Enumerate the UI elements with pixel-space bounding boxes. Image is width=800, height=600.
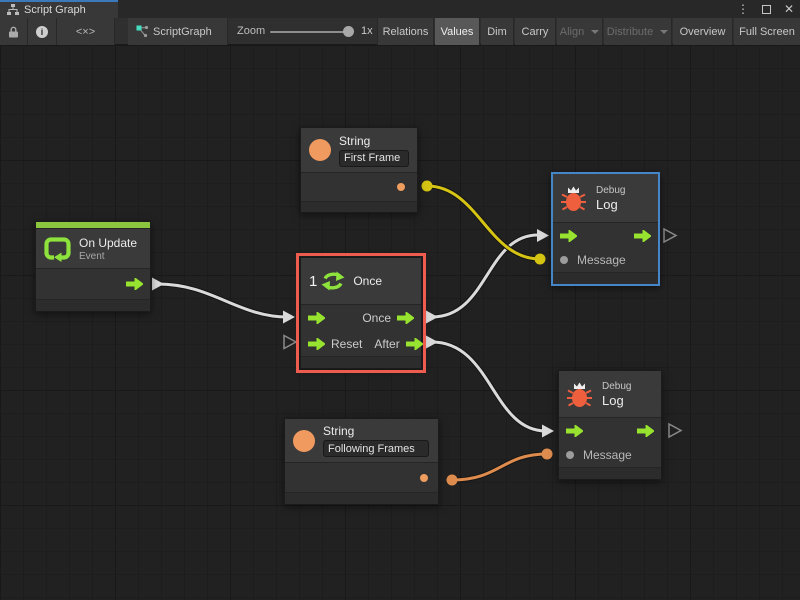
overview-button[interactable]: Overview	[673, 18, 733, 45]
tab-bar: Script Graph ⋮ ✕	[0, 0, 800, 18]
node-footer	[285, 492, 438, 504]
node-subtitle: Event	[79, 250, 105, 262]
node-footer	[553, 272, 658, 284]
node-string-following-frames[interactable]: String	[284, 418, 439, 505]
wire-layer	[152, 180, 683, 486]
chevron-down-icon	[660, 29, 669, 34]
node-kicker: Debug	[602, 380, 632, 392]
node-footer	[559, 467, 661, 479]
node-kicker: Debug	[596, 184, 626, 196]
maximize-icon[interactable]	[761, 4, 771, 14]
node-title: String	[323, 424, 355, 438]
node-footer	[301, 356, 421, 368]
once-reset-port-triangle[interactable]	[283, 334, 298, 350]
flow-input-port[interactable]	[560, 229, 577, 242]
lock-button[interactable]	[0, 18, 28, 45]
string-output-port[interactable]	[420, 473, 428, 482]
script-graph-icon	[136, 25, 149, 38]
carry-button[interactable]: Carry	[515, 18, 556, 45]
breadcrumb-label: ScriptGraph	[153, 25, 212, 38]
string-value-input[interactable]	[339, 149, 409, 167]
inspect-button[interactable]: i	[28, 18, 57, 45]
node-footer	[36, 299, 150, 311]
info-icon: i	[36, 25, 48, 38]
flow-output-port[interactable]	[634, 229, 651, 242]
flow-output-port[interactable]	[126, 278, 143, 290]
node-footer	[301, 201, 417, 212]
flow-output-port[interactable]	[637, 424, 654, 437]
string-type-icon	[309, 139, 331, 161]
dim-button[interactable]: Dim	[481, 18, 514, 45]
flow-input-port[interactable]	[566, 424, 583, 437]
tab-script-graph[interactable]: Script Graph	[0, 0, 118, 18]
code-icon: <×>	[75, 25, 96, 38]
flow-input-port[interactable]	[308, 312, 325, 324]
zoom-slider-knob[interactable]	[343, 26, 354, 37]
debuglog-top-out-triangle[interactable]	[663, 227, 678, 244]
node-title: On Update	[79, 235, 138, 250]
tab-title: Script Graph	[24, 4, 86, 16]
fullscreen-button[interactable]: Full Screen	[734, 18, 800, 45]
align-dropdown[interactable]: Align	[557, 18, 603, 45]
event-color-strip	[36, 222, 150, 228]
node-title: Once	[353, 274, 383, 288]
string-value-input[interactable]	[323, 440, 429, 457]
wire-onupdate-to-once[interactable]	[152, 277, 295, 324]
graph-canvas[interactable]: String On Update Event	[0, 45, 800, 600]
wire-after-to-debuglog-bottom[interactable]	[426, 335, 554, 438]
after-output-port[interactable]	[405, 337, 423, 350]
port-label-reset: Reset	[331, 336, 363, 351]
port-label-once: Once	[362, 311, 391, 325]
node-debug-log-top[interactable]: Debug Log Message	[551, 172, 660, 286]
reset-input-port[interactable]	[308, 337, 325, 350]
zoom-slider[interactable]	[270, 31, 350, 33]
wire-string-following-to-message[interactable]	[446, 448, 553, 486]
lock-icon	[9, 26, 18, 37]
once-output-port[interactable]	[397, 312, 414, 324]
zoom-label: Zoom	[237, 25, 266, 37]
debuglog-bottom-out-triangle[interactable]	[668, 422, 683, 439]
window-menu-icon[interactable]: ⋮	[736, 2, 749, 16]
zoom-value: 1x	[361, 25, 373, 37]
port-label-message: Message	[577, 253, 626, 267]
chevron-down-icon	[591, 29, 600, 34]
string-output-port[interactable]	[397, 183, 405, 191]
breadcrumb[interactable]: ScriptGraph	[128, 18, 228, 45]
once-count-badge: 1	[309, 272, 318, 290]
close-icon[interactable]: ✕	[783, 2, 794, 16]
values-button[interactable]: Values	[435, 18, 480, 45]
string-type-icon	[293, 429, 315, 452]
node-once[interactable]: 1 Once Once	[296, 253, 426, 373]
wire-once-to-debuglog-top[interactable]	[426, 229, 549, 324]
port-label-message: Message	[583, 448, 632, 462]
distribute-dropdown[interactable]: Distribute	[604, 18, 672, 45]
once-cycle-icon	[321, 271, 345, 291]
node-title: String	[339, 133, 371, 148]
bug-icon	[561, 186, 586, 211]
node-string-first-frame[interactable]: String	[300, 127, 418, 213]
edit-source-button[interactable]: <×>	[57, 18, 115, 45]
toolbar: i <×> ScriptGraph Zoom 1x Relations Valu…	[0, 18, 800, 45]
message-input-port[interactable]	[560, 256, 568, 264]
node-title: Log	[596, 196, 618, 212]
node-debug-log-bottom[interactable]: Debug Log Message	[558, 370, 662, 480]
wire-string-first-to-message[interactable]	[421, 180, 546, 265]
node-on-update[interactable]: On Update Event	[35, 221, 151, 312]
port-label-after: After	[374, 336, 400, 351]
node-title: Log	[602, 392, 624, 408]
on-update-loop-icon	[44, 237, 71, 262]
bug-icon	[567, 382, 592, 407]
graph-icon	[7, 4, 19, 15]
relations-button[interactable]: Relations	[377, 18, 434, 45]
message-input-port[interactable]	[566, 451, 574, 459]
